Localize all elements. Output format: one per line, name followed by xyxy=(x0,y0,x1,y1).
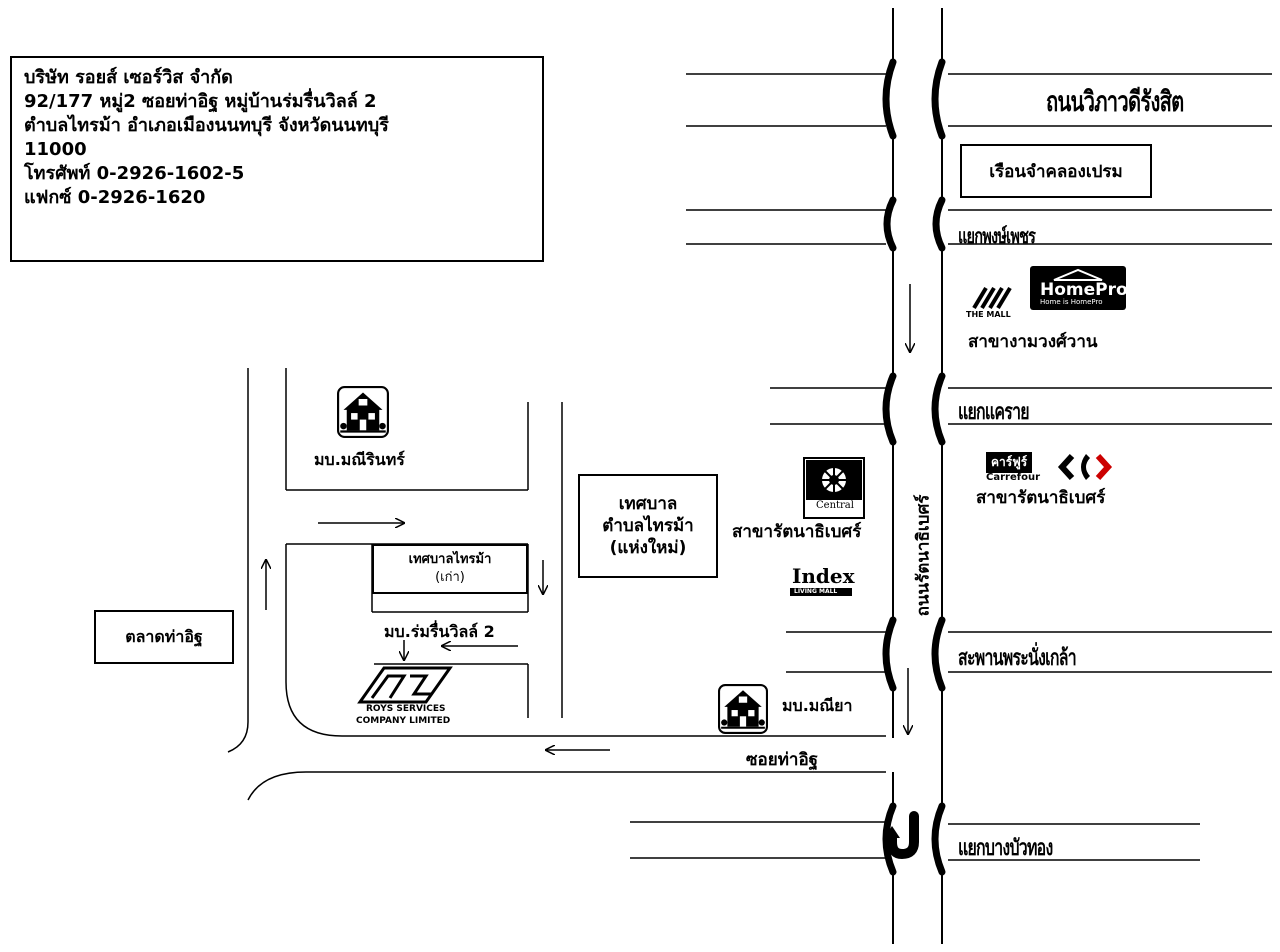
market-label-box: ตลาดท่าอิฐ xyxy=(94,610,234,664)
central-logo xyxy=(803,457,865,519)
rattanathibet-branch-label-central: สาขารัตนาธิเบศร์ xyxy=(732,522,862,542)
tessaban-new-line1: เทศบาล xyxy=(618,494,678,514)
roys-logo-text-line1: ROYS SERVICES xyxy=(366,704,446,714)
road-label-phra-nang-klao: สะพานพระนั่งเกล้า xyxy=(958,646,1077,671)
index-logo-subtext: LIVING MALL xyxy=(794,588,838,595)
prison-label-box: เรือนจำคลองเปรม xyxy=(960,144,1152,198)
company-phone: โทรศัพท์ 0-2926-1602-5 xyxy=(24,163,245,184)
soi-tha-it-road xyxy=(227,368,886,801)
carrefour-logo-text: Carrefour xyxy=(986,472,1041,483)
u-turn-icon xyxy=(887,811,919,860)
company-info-box: บริษัท รอยส์ เซอร์วิส จำกัด 92/177 หมู่2… xyxy=(10,56,544,262)
road-label-bang-bua-thong: แยกบางบัวทอง xyxy=(958,836,1053,861)
intersection-brackets xyxy=(882,58,946,876)
tessaban-old-line2: (เก่า) xyxy=(435,570,465,585)
house-icon-manee-ya xyxy=(718,684,768,734)
house-icon-manee-rin xyxy=(337,386,389,438)
tessaban-new-line3: (แห่งใหม่) xyxy=(609,538,687,558)
roys-logo-text-line2: COMPANY LIMITED xyxy=(356,716,451,726)
roys-logo-mark xyxy=(357,666,453,704)
tessaban-old-box: เทศบาลไทรม้า (เก่า) xyxy=(372,544,528,594)
road-label-soi-tha-it: ซอยท่าอิฐ xyxy=(746,750,819,770)
direction-arrows xyxy=(266,284,910,750)
company-fax: แฟกซ์ 0-2926-1620 xyxy=(24,187,206,208)
village-label-romruen: มบ.ร่มรื่นวิลล์ 2 xyxy=(384,622,495,641)
tessaban-old-line1: เทศบาลไทรม้า xyxy=(408,552,492,567)
ngamwongwan-label: สาขางามวงศ์วาน xyxy=(968,332,1098,352)
homepro-logo-text: HomePro xyxy=(1040,280,1128,300)
carrefour-thai-logo-text: คาร์ฟูร์ xyxy=(986,452,1033,473)
company-address-line2: ตำบลไทรม้า อำเภอเมืองนนทบุรี จังหวัดนนทบ… xyxy=(24,115,389,136)
village-label-manee-ya: มบ.มณียา xyxy=(782,696,853,715)
tessaban-new-box: เทศบาล ตำบลไทรม้า (แห่งใหม่) xyxy=(578,474,718,578)
company-name: บริษัท รอยส์ เซอร์วิส จำกัด xyxy=(24,67,233,88)
central-logo-text: Central xyxy=(816,500,854,511)
company-postcode: 11000 xyxy=(24,139,87,160)
homepro-tagline-text: Home is HomePro xyxy=(1040,298,1103,306)
village-label-manee-rin: มบ.มณีรินทร์ xyxy=(314,450,405,469)
road-label-khae-rai: แยกแคราย xyxy=(958,400,1030,425)
the-mall-icon xyxy=(972,286,1012,310)
road-label-rattanathibet: ถนนรัตนาธิเบศร์ xyxy=(913,494,934,617)
road-label-vibhavadi: ถนนวิภาวดีรังสิต xyxy=(1046,85,1184,118)
company-address-line1: 92/177 หมู่2 ซอยท่าอิฐ หมู่บ้านร่มรื่นวิ… xyxy=(24,91,377,112)
tessaban-new-line2: ตำบลไทรม้า xyxy=(602,516,694,536)
homepro-logo xyxy=(1030,266,1126,310)
cross-roads xyxy=(630,73,1272,861)
index-logo xyxy=(790,588,852,596)
rattanathibet-road xyxy=(892,8,943,944)
index-logo-text: Index xyxy=(792,564,855,588)
carrefour-icon xyxy=(1057,453,1113,481)
the-mall-logo-text: THE MALL xyxy=(966,310,1011,319)
road-label-pong-phet: แยกพงษ์เพชร xyxy=(958,224,1036,248)
rattanathibet-branch-label-carrefour: สาขารัตนาธิเบศร์ xyxy=(976,488,1106,508)
